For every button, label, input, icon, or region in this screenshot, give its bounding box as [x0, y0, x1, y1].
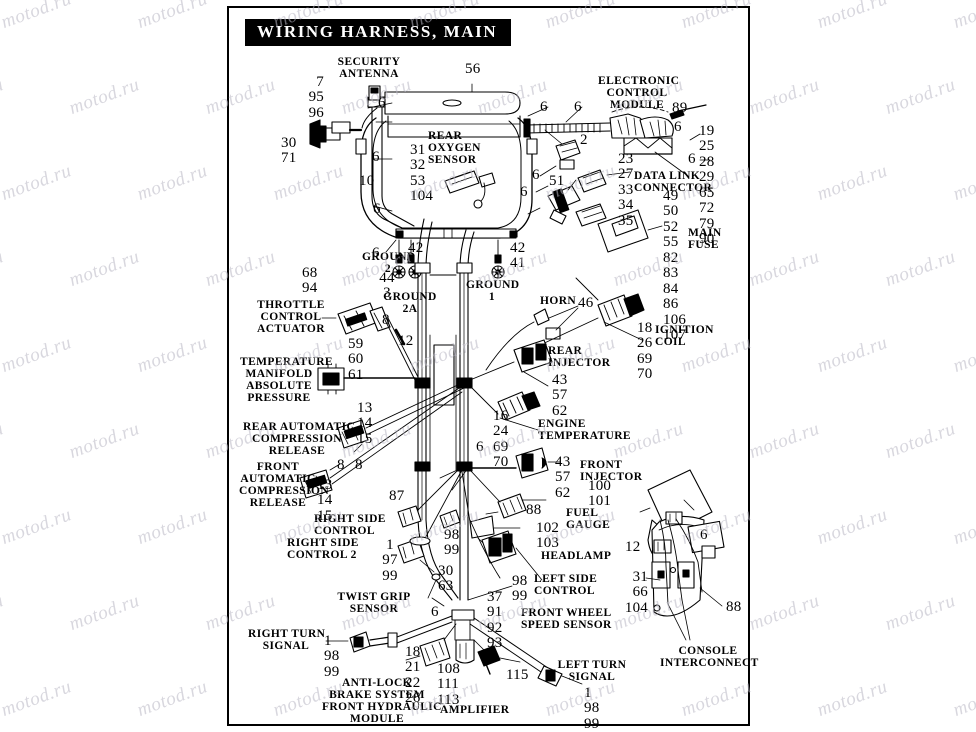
- label-right-side-control: RIGHT SIDE CONTROL: [314, 513, 386, 537]
- numbers-console-interconnect: 31 66 104: [624, 569, 648, 616]
- numbers-front-injector: 43 57 62: [555, 454, 571, 501]
- label-headlamp: HEADLAMP: [541, 550, 612, 562]
- numbers-item-115: 115: [506, 667, 529, 683]
- numbers-right-turn-signal: 1 98 99: [324, 633, 340, 680]
- numbers-item-30-63: 30 63: [438, 563, 454, 595]
- label-left-turn-signal: LEFT TURN SIGNAL: [557, 659, 627, 683]
- label-amplifier: AMPLIFIER: [440, 704, 510, 716]
- numbers-rear-automatic-compression-release: 13 14 15: [357, 400, 373, 447]
- numbers-temperature-manifold-absolute-pressure: 59 60 61: [348, 336, 364, 383]
- numbers-callout-6-b: 6: [372, 149, 380, 165]
- label-anti-lock-brake-system: ANTI-LOCK BRAKE SYSTEM FRONT HYDRAULIC M…: [322, 677, 442, 725]
- page-title: WIRING HARNESS, MAIN: [245, 19, 512, 46]
- label-ignition-coil: IGNITION COIL: [655, 324, 714, 348]
- numbers-callout-6-j: 6: [520, 184, 528, 200]
- numbers-item-2: 2: [580, 132, 588, 148]
- numbers-item-8-upper: 8: [382, 312, 390, 328]
- numbers-front-automatic-compression-release: 13 14 15: [317, 477, 333, 524]
- numbers-fuel-gauge: 100 101: [588, 478, 612, 510]
- diagram-frame-border: [227, 6, 750, 726]
- label-rear-automatic-compression-release: REAR AUTOMATIC COMPRESSION RELEASE: [243, 421, 356, 457]
- label-horn: HORN: [540, 295, 577, 307]
- numbers-rear-oxygen-sensor: 31 32 53 104: [410, 142, 434, 205]
- label-rear-injector: REAR INJECTOR: [548, 345, 611, 369]
- numbers-item-51: 51: [549, 173, 565, 189]
- label-main-fuse: MAIN FUSE: [688, 227, 722, 251]
- numbers-main-fuse: 49 50 52 55 82 83 84 86 106 107: [663, 188, 687, 343]
- label-twist-grip-sensor: TWIST GRIP SENSOR: [337, 591, 411, 615]
- numbers-left-turn-signal: 1 98 99: [584, 685, 600, 732]
- numbers-item-6-mid: 6: [476, 439, 484, 455]
- numbers-callout-6-i: 6: [532, 167, 540, 183]
- numbers-front-wheel-speed-sensor: 37 91 92 93: [487, 589, 503, 652]
- numbers-item-88-left: 88: [526, 502, 542, 518]
- numbers-item-30-71: 30 71: [281, 135, 297, 167]
- label-console-interconnect: CONSOLE INTERCONNECT: [660, 645, 759, 669]
- label-front-injector: FRONT INJECTOR: [580, 459, 643, 483]
- numbers-item-12-right: 12: [625, 539, 641, 555]
- label-data-link-connector: DATA LINK CONNECTOR: [634, 170, 713, 194]
- numbers-callout-6-a: 6: [378, 95, 386, 111]
- numbers-callout-6-g: 6: [688, 151, 696, 167]
- numbers-data-link-connector: 23 27 33 34 35: [618, 151, 634, 229]
- numbers-callout-6-h: 6: [674, 119, 682, 135]
- label-throttle-control-actuator: THROTTLE CONTROL ACTUATOR: [257, 299, 325, 335]
- numbers-ecm-right: 19 25 28 29 65 72 79 90: [699, 123, 715, 248]
- label-ground-2: GROUND 2: [362, 251, 416, 275]
- label-ground-1: GROUND 1: [466, 279, 520, 303]
- label-fuel-gauge: FUEL GAUGE: [566, 507, 611, 531]
- numbers-callout-6-d: 6: [372, 245, 380, 261]
- numbers-callout-6-e: 6: [540, 99, 548, 115]
- numbers-security-antenna: 7 95 96: [308, 74, 324, 121]
- numbers-horn: 46: [578, 295, 594, 311]
- numbers-rear-injector: 43 57 62: [552, 372, 568, 419]
- numbers-anti-lock-brake-system: 18 21 22 26: [405, 644, 421, 707]
- numbers-right-side-control-2: 1 97 99: [382, 537, 398, 584]
- numbers-item-12: 12: [398, 333, 414, 349]
- numbers-rear-acr-lead: 8: [337, 457, 345, 473]
- numbers-ignition-coil: 18 26 69 70: [637, 320, 653, 383]
- numbers-item-56: 56: [465, 61, 481, 77]
- numbers-headlamp: 102 103: [536, 520, 560, 552]
- label-engine-temperature: ENGINE TEMPERATURE: [538, 418, 631, 442]
- label-front-wheel-speed-sensor: FRONT WHEEL SPEED SENSOR: [521, 607, 612, 631]
- numbers-ground-2a: 44 3: [379, 270, 395, 302]
- label-front-automatic-compression-release: FRONT AUTOMATIC COMPRESSION RELEASE: [239, 461, 330, 509]
- label-right-turn-signal: RIGHT TURN SIGNAL: [248, 628, 326, 652]
- label-electronic-control-module: ELECTRONIC CONTROL MODULE: [598, 75, 680, 111]
- label-temperature-manifold-absolute-pressure: TEMPERATURE MANIFOLD ABSOLUTE PRESSURE: [240, 356, 333, 404]
- label-left-side-control: LEFT SIDE CONTROL: [534, 573, 598, 597]
- numbers-item-89: 89: [672, 100, 688, 116]
- numbers-front-acr-lead: 8: [355, 457, 363, 473]
- numbers-item-6-right: 6: [700, 527, 708, 543]
- numbers-amplifier: 108 111 113: [437, 661, 461, 708]
- numbers-item-88-right: 88: [726, 599, 742, 615]
- numbers-engine-temperature: 16 24 69 70: [493, 408, 509, 471]
- numbers-callout-6-c: 6: [373, 201, 381, 217]
- numbers-ground-2: 42: [408, 240, 424, 256]
- numbers-left-side-control: 98 99: [512, 573, 528, 605]
- numbers-right-side-control: 98 99: [444, 527, 460, 559]
- numbers-callout-6-f: 6: [574, 99, 582, 115]
- numbers-item-87: 87: [389, 488, 405, 504]
- numbers-item-6-bottom: 6: [431, 604, 439, 620]
- label-security-antenna: SECURITY ANTENNA: [337, 56, 401, 80]
- label-right-side-control-2: RIGHT SIDE CONTROL 2: [287, 537, 359, 561]
- numbers-ground-1: 42 41: [510, 240, 526, 272]
- label-rear-oxygen-sensor: REAR OXYGEN SENSOR: [428, 130, 481, 166]
- numbers-item-10: 10: [359, 173, 375, 189]
- numbers-throttle-control-actuator: 68 94: [302, 265, 318, 297]
- label-ground-2a: GROUND 2A: [383, 291, 437, 315]
